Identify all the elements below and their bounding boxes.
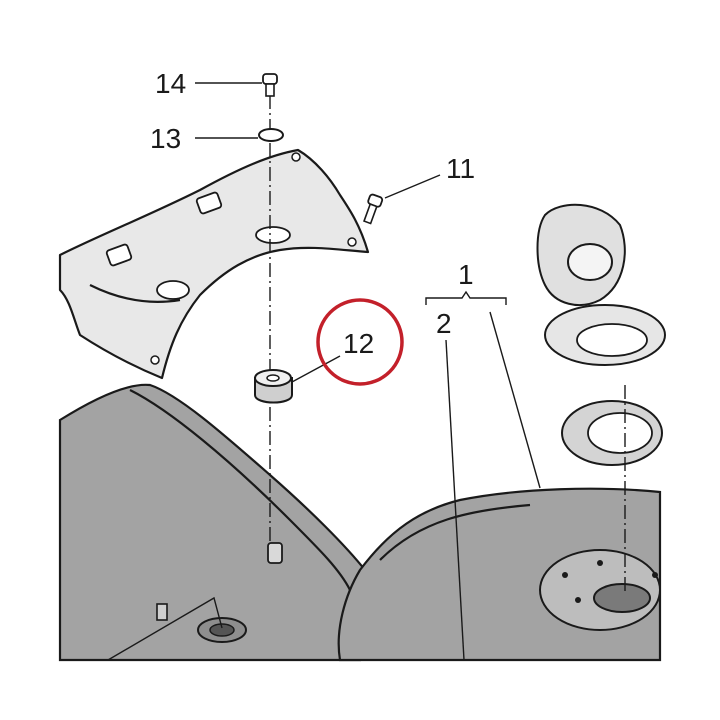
bracket-slot <box>105 243 133 267</box>
filler-neck-hole <box>593 583 651 613</box>
highlight-circle <box>316 298 404 386</box>
filler-cap-assembly <box>536 203 666 466</box>
cap-base-inner <box>576 323 648 357</box>
filler-bolt-hole <box>597 560 603 566</box>
assembly-axes <box>269 95 626 595</box>
bracket-mount-hole <box>255 226 291 244</box>
filler-gasket-hole <box>587 412 653 454</box>
callout-14: 14 <box>155 68 186 99</box>
tank-right-top-edge <box>379 503 531 561</box>
filler-bolt-hole <box>562 572 568 578</box>
tank-mount-pin <box>267 542 283 564</box>
bracket-rivet <box>347 237 357 247</box>
part-11-screw <box>363 193 384 225</box>
bracket-fold-line <box>89 284 181 303</box>
callout-2: 2 <box>436 308 452 339</box>
callout-labels: 14 13 11 12 1 2 <box>150 68 475 359</box>
part-13-washer <box>258 128 284 142</box>
leader-1 <box>489 311 541 489</box>
tank-stud <box>156 603 168 621</box>
callout-13: 13 <box>150 123 181 154</box>
group-brace-1 <box>425 290 507 305</box>
leader-tank-left <box>107 596 223 661</box>
callout-11: 11 <box>446 153 475 184</box>
filler-bolt-hole <box>575 597 581 603</box>
cap-knob <box>567 243 613 281</box>
leader-2 <box>445 339 465 661</box>
callout-1: 1 <box>458 259 474 290</box>
hardware <box>254 73 384 404</box>
bracket-rivet <box>291 152 301 162</box>
filler-bolt-hole <box>652 572 658 578</box>
bracket-rivet <box>150 355 160 365</box>
leader-lines <box>107 82 541 661</box>
fuel-tank <box>58 383 662 662</box>
tank-cap-port-inner <box>209 623 235 637</box>
bracket-body <box>58 148 370 380</box>
leader-11 <box>384 174 441 199</box>
leader-12 <box>291 355 341 383</box>
part-14-screw <box>262 73 278 97</box>
callout-12: 12 <box>343 328 374 359</box>
bracket-hole <box>156 280 190 300</box>
bracket-slot <box>195 191 223 215</box>
part-12-rubber-grommet <box>254 369 293 404</box>
tank-left-ridge <box>129 389 351 591</box>
tank-bracket <box>58 148 370 380</box>
tank-left-body <box>58 383 367 662</box>
